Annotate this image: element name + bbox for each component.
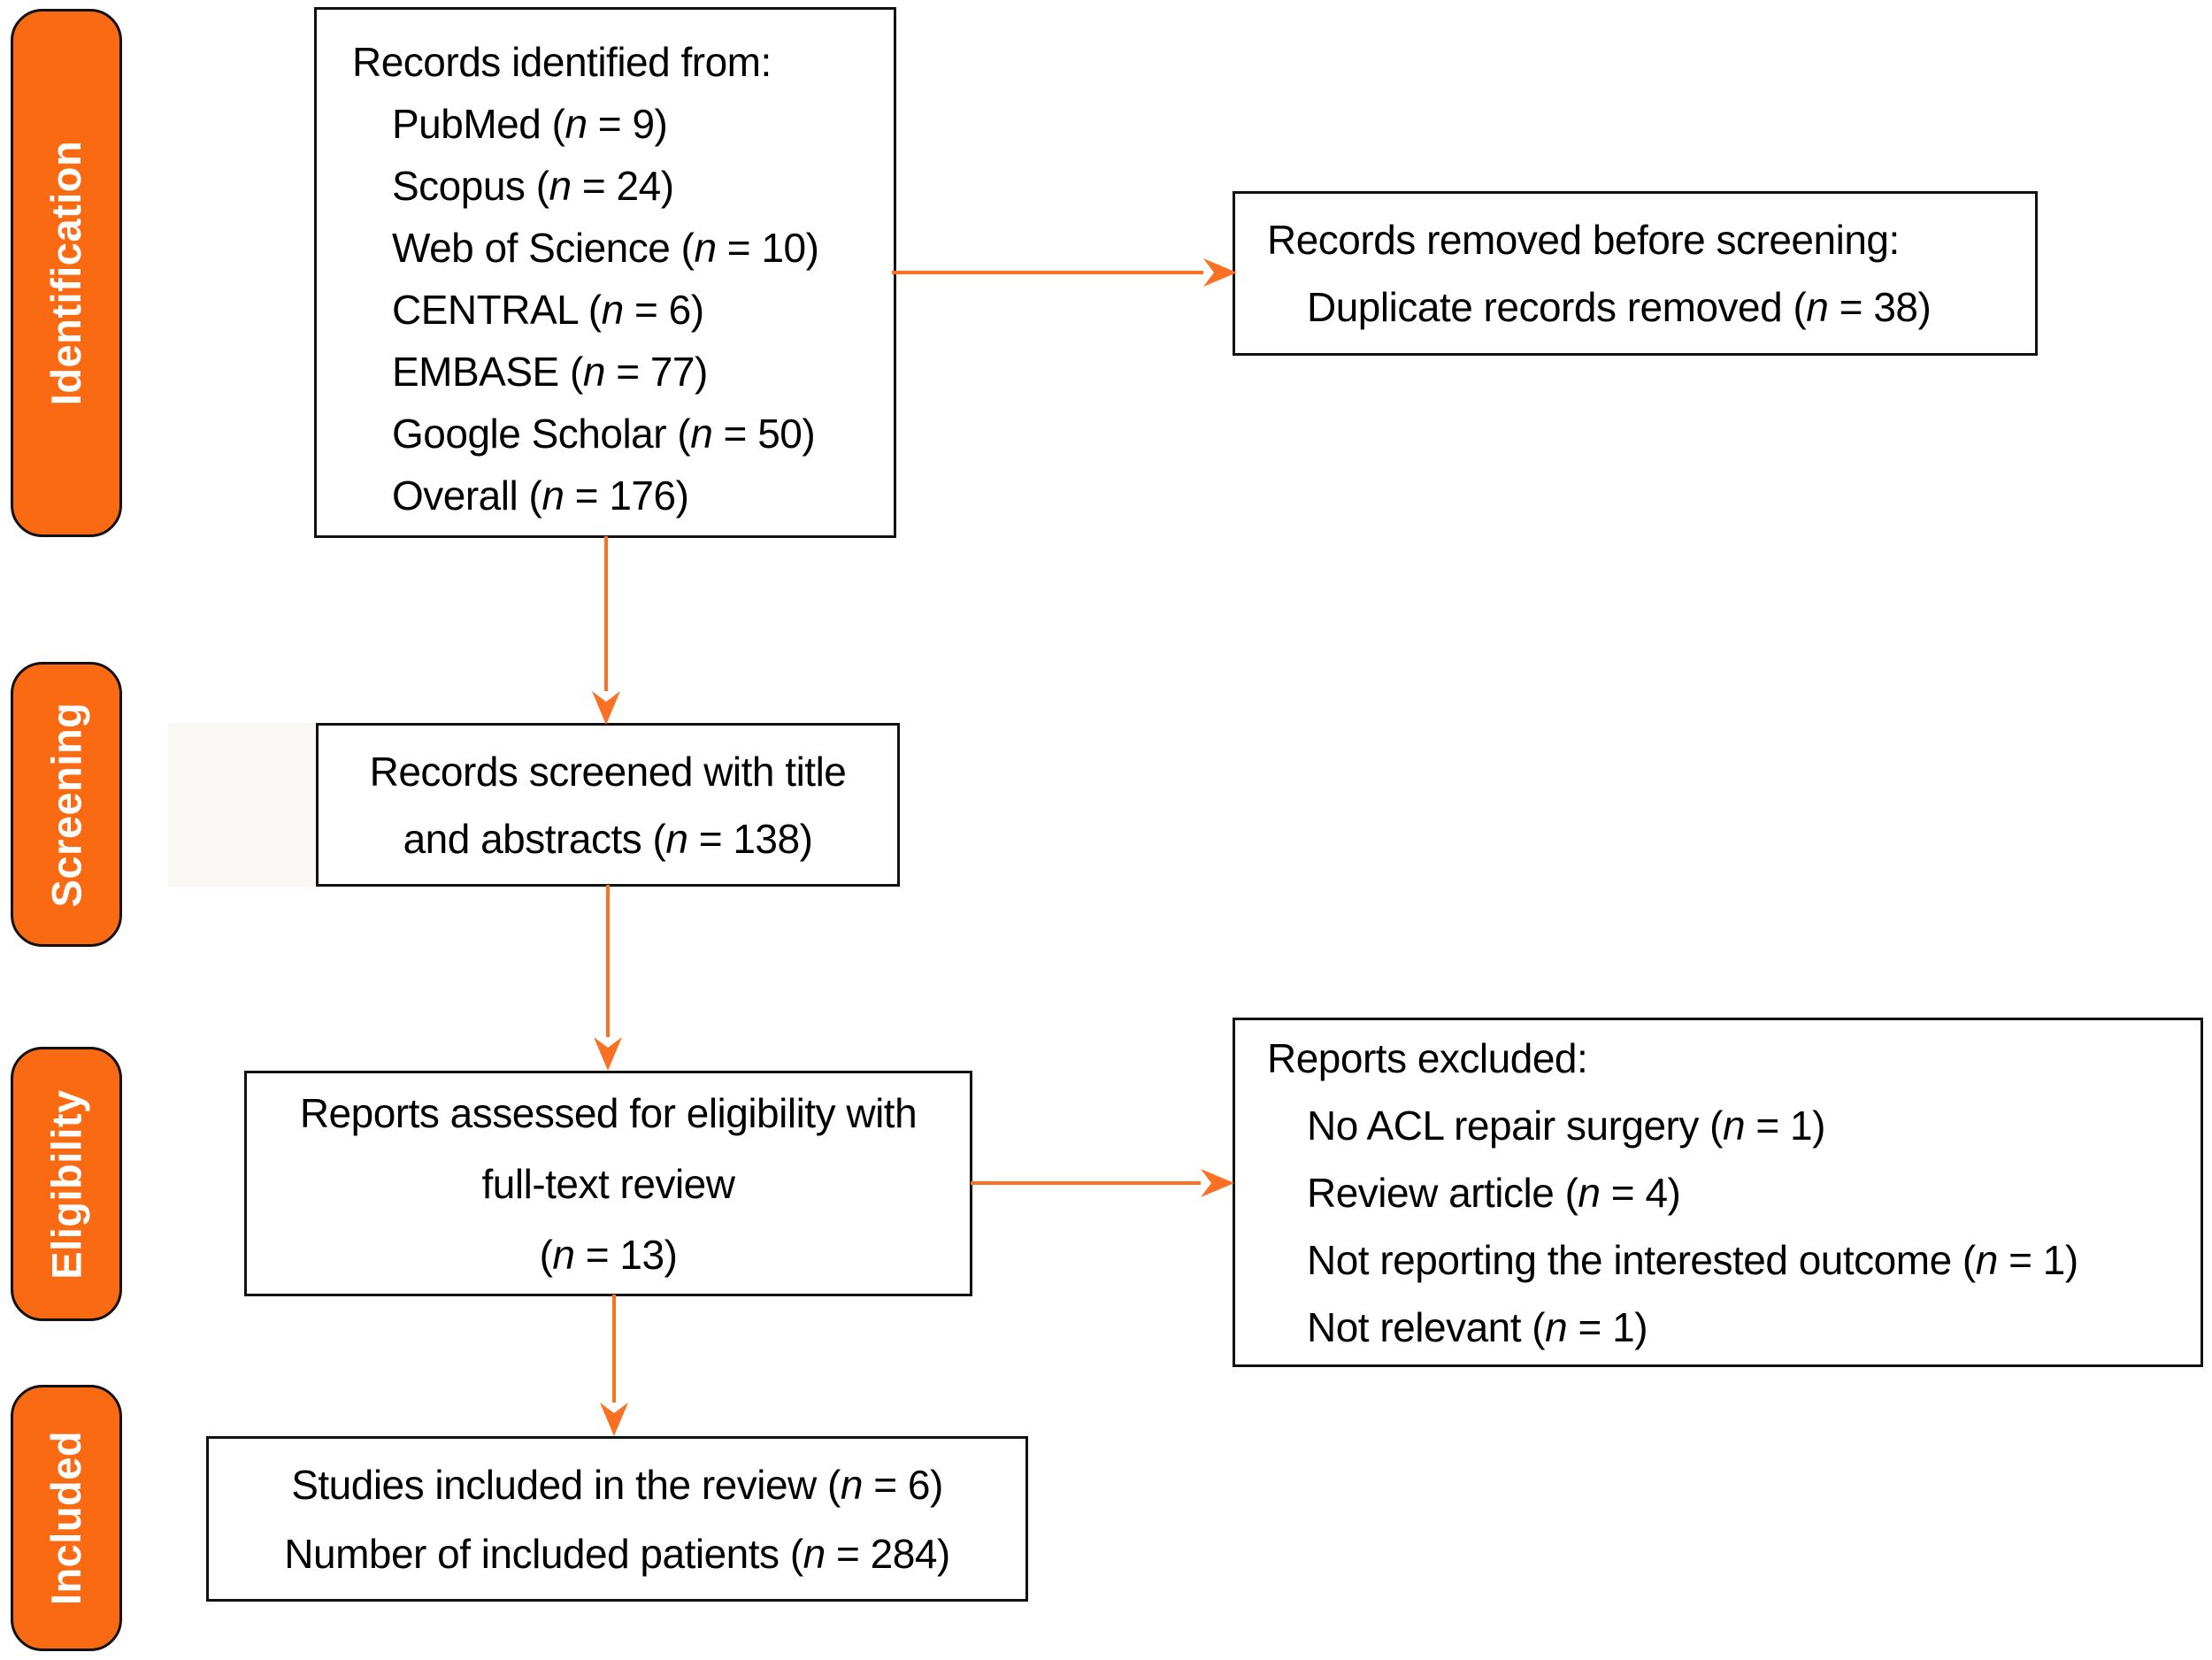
box-line: Reports assessed for eligibility with [299,1089,918,1136]
stage-tab-label: Screening [42,702,90,907]
box-line: Duplicate records removed (n = 38) [1307,284,1932,330]
box-line: Number of included patients (n = 284) [284,1530,950,1577]
stage-tab-included: Included [11,1385,122,1651]
box-line: Studies included in the review (n = 6) [291,1461,943,1508]
box-reports-assessed: Reports assessed for eligibility with fu… [244,1071,972,1296]
stage-tab-eligibility: Eligibility [11,1047,122,1321]
stage-tab-label: Included [42,1430,90,1606]
box-line: Google Scholar (n = 50) [392,411,816,457]
arrow-screened-down [594,885,622,1071]
box-line: Records screened with title [369,748,847,795]
stage-tab-label: Identification [42,140,90,406]
box-line: Scopus (n = 24) [392,163,674,209]
box-line: full-text review [481,1160,735,1207]
stage-tab-identification: Identification [11,9,122,537]
box-line: EMBASE (n = 77) [392,349,708,395]
stage-tab-label: Eligibility [42,1088,90,1280]
arrow-identified-down [592,536,620,725]
arrow-identified-to-removed [892,258,1237,287]
box-line: PubMed (n = 9) [392,101,668,147]
box-line: Web of Science (n = 10) [392,225,819,271]
box-line: Review article (n = 4) [1307,1169,1681,1216]
box-line: Records removed before screening: [1267,217,1900,263]
box-line: Not reporting the interested outcome (n … [1307,1236,2078,1283]
box-studies-included: Studies included in the review (n = 6) N… [206,1436,1028,1602]
box-records-identified: Records identified from: PubMed (n = 9) … [314,7,896,538]
box-reports-excluded: Reports excluded: No ACL repair surgery … [1233,1018,2203,1367]
box-records-removed: Records removed before screening: Duplic… [1233,191,2038,356]
box-line: CENTRAL (n = 6) [392,287,704,333]
box-line: Overall (n = 176) [392,473,689,519]
box-line: (n = 13) [539,1231,678,1278]
arrow-assessed-down [600,1295,628,1436]
box-line: No ACL repair surgery (n = 1) [1307,1102,1825,1149]
box-line: Records identified from: [352,39,772,85]
box-line: Not relevant (n = 1) [1307,1303,1648,1350]
faint-shadow-rect [168,723,316,887]
stage-tab-screening: Screening [11,662,122,947]
box-records-screened: Records screened with title and abstract… [316,723,900,887]
box-line: and abstracts (n = 138) [403,815,813,862]
arrow-assessed-to-excluded [971,1169,1234,1197]
box-line: Reports excluded: [1267,1034,1588,1081]
